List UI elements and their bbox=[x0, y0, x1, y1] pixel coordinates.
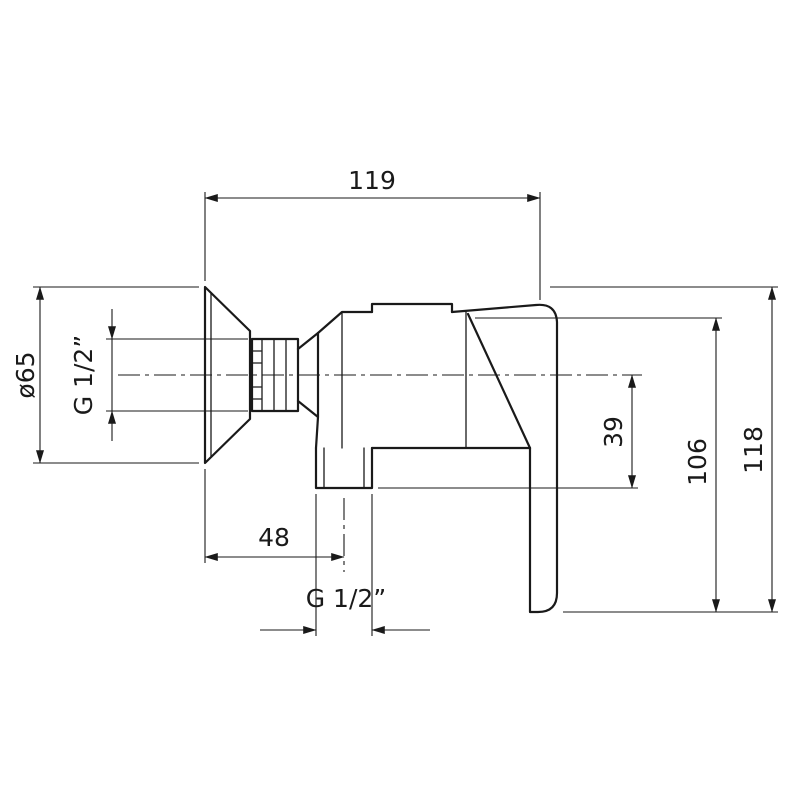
dim-label-outlet-offset: 48 bbox=[258, 523, 290, 552]
faucet-body-outline bbox=[203, 285, 559, 614]
dim-label-flange-diameter: ø65 bbox=[11, 351, 40, 398]
handle-diagonal-edge bbox=[466, 312, 532, 450]
dim-label-spout-drop: 39 bbox=[599, 416, 628, 448]
cartridge-cap bbox=[370, 302, 454, 314]
dim-label-inlet-thread: G 1/2” bbox=[69, 335, 98, 416]
centerlines bbox=[118, 374, 642, 572]
extension-lines bbox=[33, 192, 778, 636]
dimension-lines bbox=[36, 194, 776, 634]
bottom-outlet bbox=[314, 446, 374, 490]
dim-label-outlet-thread: G 1/2” bbox=[306, 584, 387, 613]
body-flare-top bbox=[316, 310, 374, 335]
dim-label-overall-width: 119 bbox=[348, 166, 396, 195]
dim-label-overall-height: 118 bbox=[739, 426, 768, 474]
handle-lever bbox=[450, 303, 559, 614]
body-flare-bottom bbox=[314, 415, 320, 450]
escutcheon-flange bbox=[203, 285, 252, 465]
inlet-nut bbox=[250, 337, 300, 413]
dimension-labels: 119 ø65 G 1/2” 48 G 1/2” 39 106 118 bbox=[11, 166, 768, 613]
dim-label-body-height: 106 bbox=[683, 438, 712, 486]
